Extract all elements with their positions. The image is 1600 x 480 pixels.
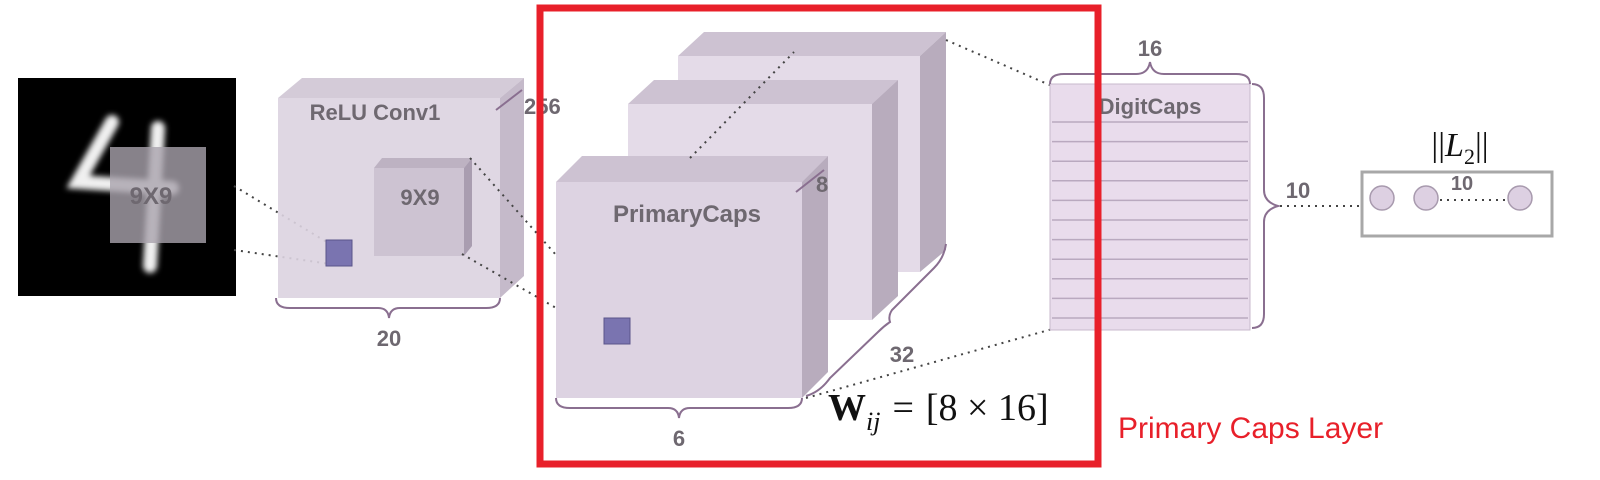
digitcaps-height-brace	[1251, 83, 1282, 329]
digitcaps-capsule-rows	[1052, 121, 1248, 319]
conv1-side-face	[500, 78, 524, 298]
l2-norm-label: ||L2||	[1431, 127, 1488, 169]
primarycaps-title: PrimaryCaps	[613, 201, 761, 228]
l2-norm-label-sub: 2	[1464, 144, 1475, 169]
primarycaps-block-front	[556, 156, 828, 398]
conv1-kernel-side	[464, 158, 472, 256]
conv1-kernel-label: 9X9	[400, 185, 439, 210]
primarycaps-marker	[603, 317, 631, 345]
l2-norm-label-pre: ||	[1431, 127, 1445, 164]
conv1-width-brace	[275, 297, 501, 319]
l2-output-node	[1369, 185, 1395, 211]
input-image: 9X9	[18, 78, 236, 296]
digitcaps-title: DigitCaps	[1099, 94, 1202, 119]
l2-norm-label-var: L	[1444, 127, 1464, 164]
l2-norm-output: 10 ||L2||	[1360, 127, 1554, 238]
weight-formula-equals: =	[892, 387, 913, 429]
conv1-width-label: 20	[377, 326, 401, 351]
primarycaps-depth-label: 8	[816, 172, 828, 197]
conv1-block: ReLU Conv1 9X9 256 20	[275, 78, 561, 351]
input-kernel-label: 9X9	[130, 183, 173, 210]
primarycaps-width-brace	[555, 397, 803, 419]
primarycaps-count-label: 32	[890, 342, 914, 367]
conv1-marker	[325, 239, 353, 267]
input-kernel-window	[110, 147, 206, 243]
conv1-top-face	[278, 78, 524, 98]
conv1-kernel-front	[374, 168, 464, 256]
l2-output-node	[1413, 185, 1439, 211]
primarycaps-highlight-box	[536, 4, 1102, 468]
digitcaps-block: DigitCaps 16 10	[1049, 36, 1310, 331]
l2-count-label: 10	[1451, 173, 1473, 195]
weight-formula-symbol: W	[828, 387, 866, 429]
primarycaps-count-brace	[805, 243, 947, 397]
conv1-depth-brace	[495, 89, 523, 111]
primarycaps-width-label: 6	[673, 426, 685, 451]
weight-formula-value: [8 × 16]	[926, 387, 1049, 429]
primarycaps-depth-brace	[795, 169, 825, 193]
digitcaps-width-label: 16	[1138, 36, 1162, 61]
primarycaps-to-digitcaps-connectors	[805, 39, 1057, 399]
highlight-caption: Primary Caps Layer	[1118, 412, 1383, 445]
digitcaps-body	[1049, 83, 1251, 331]
l2-norm-label-post: ||	[1475, 127, 1489, 164]
weight-formula: Wij = [8 × 16]	[828, 387, 1049, 436]
digitcaps-height-label: 10	[1286, 178, 1310, 203]
digitcaps-width-brace	[1049, 61, 1251, 85]
l2-output-node	[1507, 185, 1533, 211]
primarycaps-stack: PrimaryCaps 8 6 32	[555, 32, 947, 451]
weight-formula-subscript: ij	[866, 407, 880, 436]
conv1-title: ReLU Conv1	[310, 100, 441, 125]
conv1-kernel-top	[374, 158, 472, 168]
